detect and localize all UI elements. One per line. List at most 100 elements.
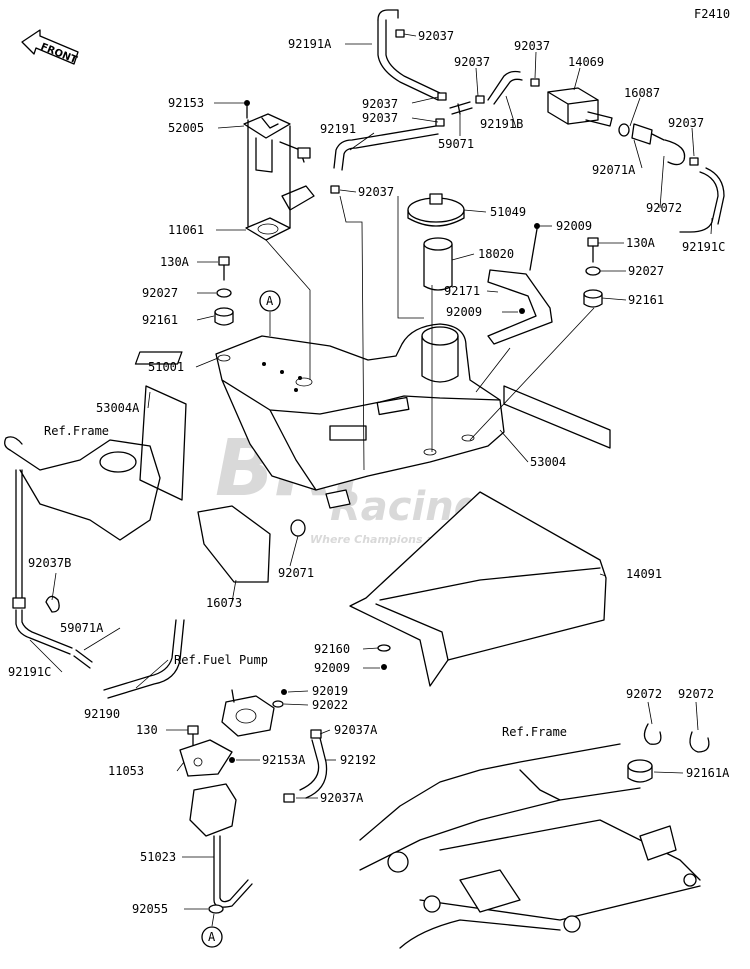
hose-92191 (333, 125, 439, 171)
callout-92037-f: 92037 (362, 111, 398, 125)
callout-53004A: 53004A (96, 401, 140, 415)
clamp-92037A-a (310, 729, 322, 739)
callout-92037-e: 92037 (362, 97, 398, 111)
callout-16073: 16073 (206, 596, 242, 610)
callout-ref-frame-2: Ref.Frame (502, 725, 567, 739)
callout-labels: 92191A 92037 92037 92037 14069 16087 920… (8, 29, 730, 916)
callout-92071: 92071 (278, 566, 314, 580)
callout-92037A-a: 92037A (334, 723, 378, 737)
callout-92037-d: 92037 (668, 116, 704, 130)
hose-92190 (103, 619, 185, 699)
cap-92071 (290, 519, 306, 537)
callout-92191A: 92191A (288, 37, 332, 51)
leader-92009-a (529, 228, 538, 271)
callout-92161-b: 92161 (628, 293, 664, 307)
callout-92161-a: 92161 (142, 313, 178, 327)
clip-92037B (45, 595, 60, 613)
float-11061 (245, 185, 315, 241)
callout-92055: 92055 (132, 902, 168, 916)
callout-92037-a: 92037 (418, 29, 454, 43)
filter-16087 (618, 123, 665, 145)
clamp-92037-a (395, 29, 405, 38)
callout-92161A: 92161A (686, 766, 730, 780)
callout-51049: 51049 (490, 205, 526, 219)
callout-16087: 16087 (624, 86, 660, 100)
grommet-92161A (627, 759, 653, 783)
grommet-92161-b (583, 289, 603, 308)
callout-11061: 11061 (168, 223, 204, 237)
callout-51001: 51001 (148, 360, 184, 374)
ref-marker-a-top-label: A (266, 294, 274, 308)
callout-51023: 51023 (140, 850, 176, 864)
callout-92037-b: 92037 (454, 55, 490, 69)
callout-92072-a: 92072 (646, 201, 682, 215)
bolt-92009-c (381, 664, 387, 670)
callout-92191B: 92191B (480, 117, 523, 131)
washer-92022 (272, 700, 284, 708)
callout-14091: 14091 (626, 567, 662, 581)
callout-59071A: 59071A (60, 621, 104, 635)
callout-92191C-a: 92191C (682, 240, 725, 254)
callout-130A-a: 130A (160, 255, 190, 269)
clamp-92037-c (530, 78, 540, 87)
callout-11053: 11053 (108, 764, 144, 778)
hose-92191C-a (679, 167, 725, 233)
valve-51023 (189, 783, 253, 908)
ref-marker-a-top: A (259, 290, 281, 312)
callout-59071: 59071 (438, 137, 474, 151)
callout-92037-c: 92037 (514, 39, 550, 53)
filler-18020 (423, 237, 453, 291)
callout-92037A-b: 92037A (320, 791, 364, 805)
callout-53004: 53004 (530, 455, 566, 469)
clip-92072-a (664, 139, 686, 166)
outlet-nipple (325, 489, 351, 509)
washer-92027-b (585, 266, 601, 276)
hose-92192 (299, 737, 328, 799)
callout-92153: 92153 (168, 96, 204, 110)
callout-ref-frame-1: Ref.Frame (44, 424, 109, 438)
callout-92037-g: 92037 (358, 185, 394, 199)
callout-92019: 92019 (312, 684, 348, 698)
callout-92009-a: 92009 (556, 219, 592, 233)
clamp-92037-f (435, 118, 445, 127)
callout-92191: 92191 (320, 122, 356, 136)
figure-code: F2410 (694, 7, 730, 21)
callout-ref-fuel-pump: Ref.Fuel Pump (174, 653, 268, 667)
joint-59071 (449, 101, 473, 115)
cover-14091 (349, 491, 607, 687)
frame-ref-left (4, 436, 161, 541)
callout-130: 130 (136, 723, 158, 737)
callout-92072-c: 92072 (678, 687, 714, 701)
clamp-92037-d (689, 157, 699, 166)
callout-92022: 92022 (312, 698, 348, 712)
bolt-130A-a (218, 256, 230, 281)
clip-92072-c (689, 731, 710, 753)
callout-92009-b: 92009 (446, 305, 482, 319)
fuel-pump-bracket (221, 689, 275, 737)
clamp-92037A-b (283, 793, 295, 803)
clip-92072-b (643, 723, 662, 745)
clamp-92037-b (475, 95, 485, 104)
screw-92153 (244, 100, 250, 119)
leader-lines (29, 33, 713, 927)
callout-92027-a: 92027 (142, 286, 178, 300)
hose-92191A (377, 9, 443, 101)
callout-18020: 18020 (478, 247, 514, 261)
shield-16073 (197, 505, 271, 583)
clamp-92037B-pos (12, 597, 26, 609)
callout-92171: 92171 (444, 284, 480, 298)
bracket-92171 (487, 269, 553, 345)
valve-14069 (547, 87, 613, 127)
ref-marker-a-bottom-label: A (208, 930, 216, 944)
front-arrow-icon: FRONT (21, 29, 79, 66)
clamp-92037-e (437, 92, 447, 101)
cock-11053 (179, 739, 233, 777)
fuel-tank-51001 (134, 323, 505, 491)
joint-59071A (73, 649, 93, 669)
hose-92191B (487, 70, 523, 105)
callout-130A-b: 130A (626, 236, 656, 250)
bolt-92009-b (519, 308, 525, 314)
callout-92009-c: 92009 (314, 661, 350, 675)
callout-92190: 92190 (84, 707, 120, 721)
